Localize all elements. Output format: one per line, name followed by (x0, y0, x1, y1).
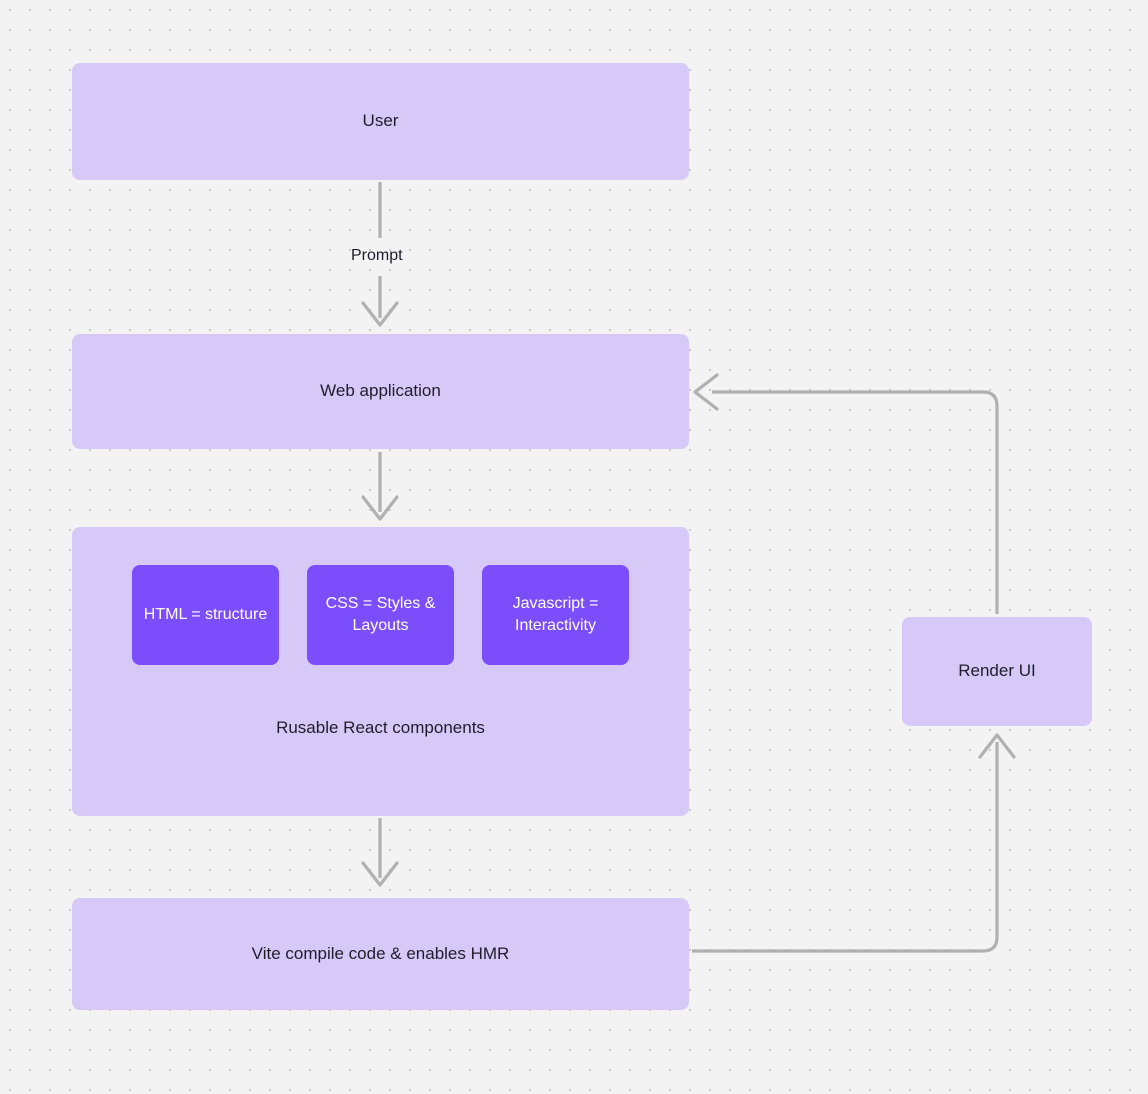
node-vite[interactable]: Vite compile code & enables HMR (72, 898, 689, 1010)
node-html-label: HTML = structure (143, 606, 268, 624)
node-web-application-label: Web application (320, 381, 441, 401)
node-css-label: CSS = Styles & Layouts (325, 595, 436, 634)
arrowhead-webapp-to-components (361, 495, 399, 521)
node-user[interactable]: User (72, 63, 689, 180)
node-web-application[interactable]: Web application (72, 334, 689, 449)
react-components-row: HTML = structure CSS = Styles & Layouts … (72, 565, 689, 665)
node-user-label: User (362, 111, 399, 131)
edge-label-prompt: Prompt (351, 247, 403, 264)
node-render-ui-label: Render UI (958, 661, 1036, 681)
arrowhead-components-to-vite (361, 861, 399, 887)
node-html[interactable]: HTML = structure (132, 565, 279, 665)
node-render-ui[interactable]: Render UI (902, 617, 1092, 726)
edge-vite-to-render (692, 742, 999, 953)
node-javascript-label: Javascript = Interactivity (512, 595, 599, 634)
edge-render-to-webapp (712, 390, 999, 614)
arrowhead-vite-to-render (978, 733, 1016, 759)
node-javascript[interactable]: Javascript = Interactivity (482, 565, 629, 665)
node-css[interactable]: CSS = Styles & Layouts (307, 565, 454, 665)
arrowhead-user-to-webapp (361, 301, 399, 327)
node-react-components[interactable]: HTML = structure CSS = Styles & Layouts … (72, 527, 689, 816)
react-components-caption: Rusable React components (276, 718, 485, 737)
arrowhead-render-to-webapp (693, 373, 719, 411)
node-vite-label: Vite compile code & enables HMR (251, 943, 510, 963)
